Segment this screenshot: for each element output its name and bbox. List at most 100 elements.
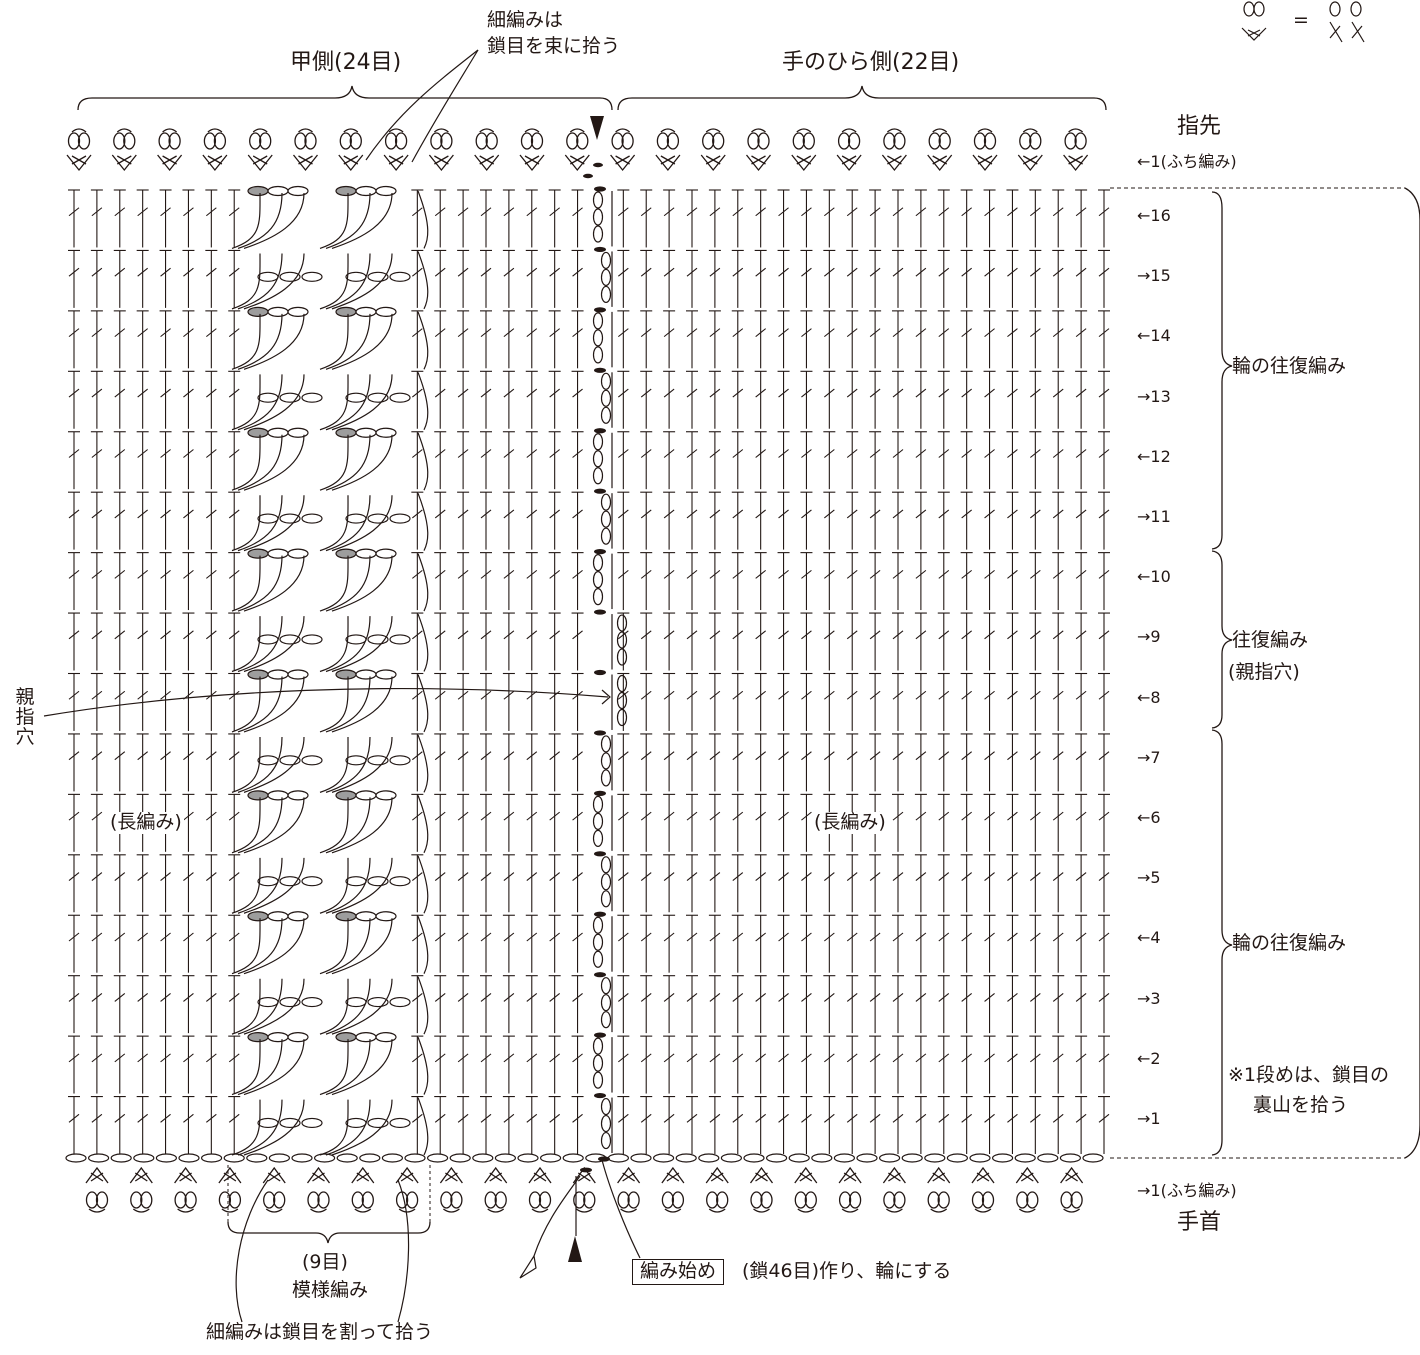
tall-stitch-arc (237, 797, 283, 854)
tall-stitch-arc (325, 918, 371, 975)
dc-slash (91, 388, 103, 398)
turning-chain-oval (592, 554, 604, 572)
dc-slash (114, 388, 126, 398)
dc-slash (663, 388, 675, 398)
dc-slash (68, 449, 80, 458)
picot-arc (207, 128, 223, 133)
dc-slash (640, 207, 652, 217)
dc-slash (1007, 1113, 1018, 1123)
dc-slash (526, 872, 538, 881)
legend-picot-oval (1243, 1, 1255, 17)
foundation-chain-oval (268, 1153, 290, 1163)
dc-slash (686, 569, 698, 579)
dc-slash (503, 388, 515, 398)
turning-chain-oval (600, 389, 612, 407)
chain-oval (247, 790, 269, 801)
row-number: ←16 (1137, 206, 1171, 225)
chain-oval (257, 392, 279, 403)
tall-stitch-arc (325, 1039, 371, 1096)
dc-slash (1075, 993, 1087, 1002)
dc-slash (732, 569, 744, 579)
dc-slash (549, 267, 561, 277)
picot-arc (398, 1208, 416, 1213)
picot-oval (1070, 1191, 1083, 1209)
dc-slash (228, 388, 240, 398)
picot-oval (494, 1191, 507, 1209)
dc-slash (1098, 1053, 1110, 1063)
tall-stitch-arc (331, 857, 393, 914)
dc-slash (434, 207, 446, 217)
dc-slash (68, 509, 80, 519)
dc-slash (823, 872, 835, 881)
picot-oval (971, 1191, 985, 1209)
dc-slash (778, 1113, 789, 1123)
dc-slash (1075, 630, 1087, 640)
turning-chain-oval (600, 251, 612, 270)
dc-slash (732, 328, 744, 338)
turning-chain-oval (616, 648, 628, 666)
dc-slash (892, 207, 904, 217)
dc-slash (480, 630, 492, 640)
dc-slash (961, 811, 973, 821)
dc-slash (160, 509, 171, 519)
chain-oval (335, 306, 357, 317)
chain-oval (375, 306, 397, 317)
tall-stitch-arc (231, 434, 261, 491)
dc-slash (732, 751, 744, 761)
dc-slash (663, 630, 675, 640)
dc-slash (1098, 267, 1110, 277)
foundation-chain-oval (720, 1153, 743, 1163)
picot-arc (575, 1208, 593, 1213)
tall-stitch-arc (231, 857, 261, 914)
dc-slash (915, 993, 927, 1002)
picot-oval (583, 1191, 596, 1209)
start-dot (598, 1156, 610, 1162)
dc-slash (709, 993, 721, 1002)
picot-oval (566, 132, 579, 150)
chain-oval (247, 185, 269, 197)
picot-arc (1063, 1208, 1080, 1213)
tall-stitch-arc (231, 1039, 261, 1096)
legend-picot-oval (1350, 1, 1362, 17)
dc-slash (823, 1113, 835, 1123)
dc-slash (938, 509, 950, 519)
dc-slash (640, 267, 652, 277)
dc-slash (434, 690, 446, 700)
picot-oval (317, 1191, 330, 1209)
dc-slash (1007, 872, 1018, 881)
dc-slash (572, 207, 583, 217)
dc-slash (549, 1053, 561, 1063)
tall-stitch-arc (231, 192, 261, 250)
picot-arc (708, 1208, 726, 1213)
chain-oval (335, 185, 357, 197)
foundation-chain-oval (878, 1153, 901, 1163)
pattern-brace (227, 1221, 431, 1244)
dc-slash (91, 690, 103, 700)
dc-slash (823, 388, 835, 398)
dc-slash (205, 872, 217, 881)
picot-oval (1064, 132, 1077, 150)
dc-slash (640, 1053, 652, 1063)
row-number: →9 (1137, 627, 1161, 647)
dc-slash (183, 328, 194, 338)
dc-slash (1098, 690, 1110, 700)
dc-slash (205, 509, 217, 519)
dc-slash (1098, 993, 1110, 1002)
dc-slash (640, 630, 652, 640)
chain-oval (267, 548, 289, 559)
dc-slash (91, 932, 103, 942)
dc-slash (114, 509, 126, 519)
picot-arc (660, 128, 676, 133)
dc-slash (1007, 932, 1018, 942)
dc-slash (1029, 993, 1041, 1002)
picot-oval (213, 132, 227, 150)
top-start-triangle (590, 116, 604, 140)
tall-stitch-arc (237, 857, 283, 914)
picot-oval (351, 1191, 364, 1209)
turning-chain-oval (600, 268, 612, 287)
foundation-chain-oval (607, 1153, 630, 1163)
foundation-chain-oval (359, 1153, 381, 1163)
dc-slash (709, 328, 721, 338)
dc-slash (160, 751, 171, 761)
dc-slash (114, 1053, 126, 1063)
